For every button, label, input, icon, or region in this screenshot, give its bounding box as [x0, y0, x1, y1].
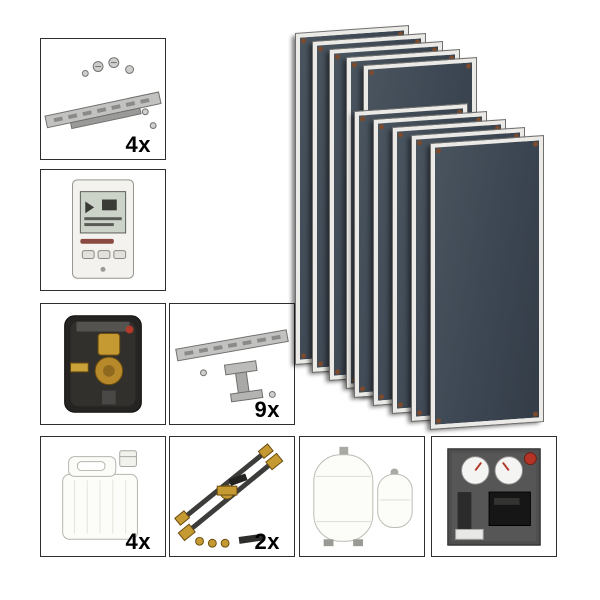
quantity-label: 2x — [254, 529, 280, 554]
collector-plug-dot — [379, 394, 384, 400]
collector-plug-dot — [466, 63, 471, 69]
rail-roof-hook-illustration — [175, 329, 289, 403]
pump-group-illustration — [64, 315, 142, 413]
box-expansion-vessels — [299, 436, 425, 557]
collector-plug-dot — [369, 70, 374, 76]
collector-plug-dot — [398, 402, 403, 408]
box-pump-group — [40, 303, 166, 425]
box-pump-station — [431, 436, 557, 557]
collector-plug-dot — [436, 148, 441, 154]
collector-plug-dot — [417, 140, 422, 146]
hose-kit-illustration — [174, 443, 284, 548]
collector-plug-dot — [417, 410, 422, 416]
connector-rail-illustration — [44, 57, 162, 130]
collector-plug-dot — [436, 418, 441, 424]
collector-plug-dot — [398, 132, 403, 138]
box-connector-rail: 4x — [40, 38, 166, 160]
box-fluid-canister: 4x — [40, 436, 166, 557]
collector-plug-dot — [533, 411, 538, 417]
collector-plug-dot — [533, 141, 538, 147]
collector-plug-dot — [301, 38, 306, 44]
collector-plug-dot — [360, 386, 365, 392]
collector-plug-dot — [335, 54, 340, 60]
solar-collector-panel — [430, 135, 544, 430]
quantity-label: 9x — [254, 397, 280, 422]
collector-plug-dot — [360, 116, 365, 122]
box-solar-controller — [40, 169, 166, 291]
fluid-canister-illustration — [62, 450, 138, 540]
quantity-label: 4x — [125, 132, 151, 157]
expansion-vessels-illustration — [313, 446, 413, 547]
pump-station-illustration — [447, 448, 541, 546]
box-hose-connection-kit: 2x — [169, 436, 295, 557]
collector-plug-dot — [318, 361, 323, 367]
quantity-label: 4x — [125, 529, 151, 554]
collector-plug-dot — [318, 46, 323, 52]
collector-plug-dot — [335, 369, 340, 375]
collector-plug-dot — [379, 124, 384, 130]
collector-plug-dot — [352, 62, 357, 68]
collector-plug-dot — [301, 353, 306, 359]
solar-controller-illustration — [72, 179, 134, 279]
box-rail-roof-hook: 9x — [169, 303, 295, 425]
